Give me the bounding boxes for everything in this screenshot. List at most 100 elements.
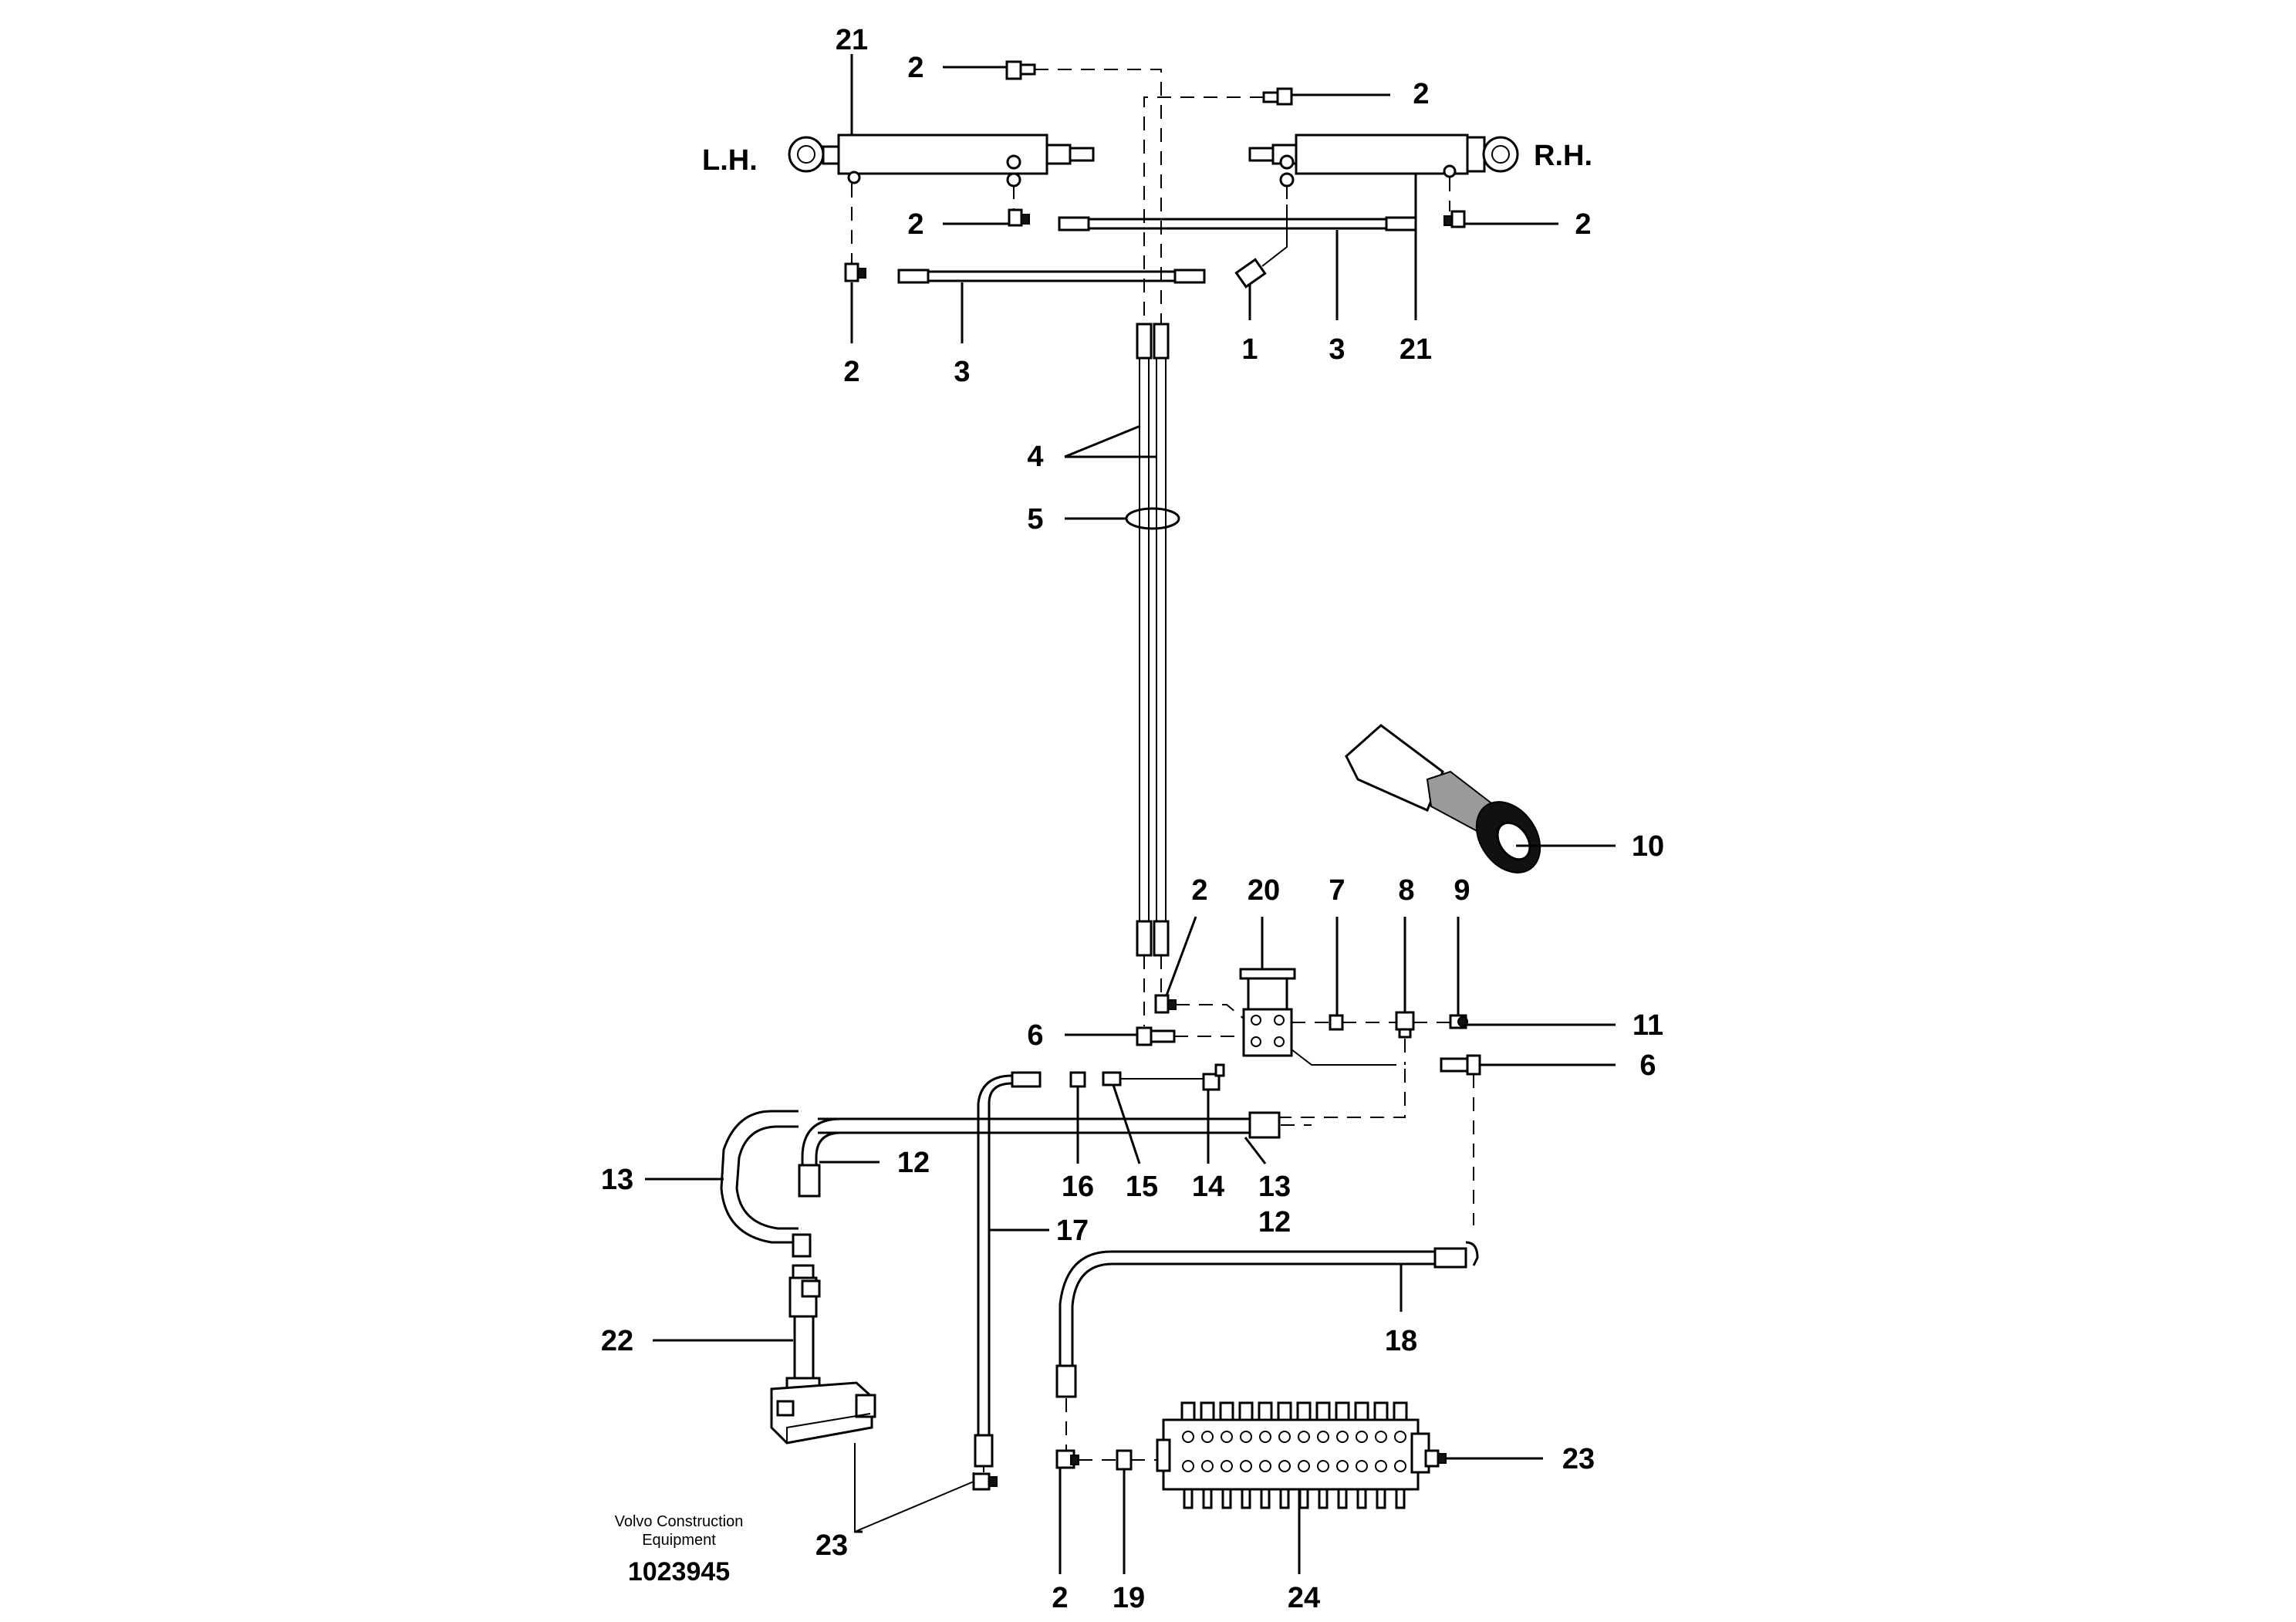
callout-2-valve: 2 — [1191, 874, 1207, 907]
fitting-15 — [1102, 1071, 1122, 1086]
fitting-elbow-2-bottom — [1055, 1449, 1079, 1469]
valve-block-20 — [1239, 968, 1296, 1057]
valve-spool-cap — [1238, 1401, 1254, 1421]
hose-18 — [1055, 1241, 1479, 1398]
leader-lines — [645, 54, 1616, 1574]
valve-port — [1317, 1431, 1329, 1443]
callout-19: 19 — [1113, 1582, 1145, 1614]
valve-port — [1394, 1431, 1406, 1443]
valve-port — [1182, 1431, 1194, 1443]
fitting-tee-left-bottom — [844, 262, 866, 282]
callout-18: 18 — [1385, 1325, 1417, 1357]
valve-port — [1278, 1431, 1291, 1443]
valve-spool-cap — [1335, 1401, 1350, 1421]
valve-spool-stem — [1356, 1488, 1367, 1509]
valve-port — [1240, 1460, 1252, 1472]
callout-7: 7 — [1329, 874, 1345, 907]
callout-8: 8 — [1398, 874, 1414, 907]
callout-2-lower-left: 2 — [843, 356, 859, 388]
valve-spool-cap — [1315, 1401, 1331, 1421]
hose-13-12 — [720, 1110, 1281, 1258]
fitting-tee-23-bottom — [972, 1472, 998, 1491]
callout-24: 24 — [1288, 1582, 1320, 1614]
callout-16: 16 — [1062, 1171, 1094, 1203]
callout-2-top-right: 2 — [1413, 78, 1429, 110]
callout-2-mid-right: 2 — [1575, 208, 1591, 241]
fitting-23-right — [1424, 1449, 1447, 1468]
callout-23-right: 23 — [1562, 1443, 1595, 1475]
fitting-19 — [1116, 1449, 1133, 1471]
callout-6-left: 6 — [1027, 1019, 1043, 1052]
valve-spool-stem — [1279, 1488, 1290, 1509]
callout-1: 1 — [1241, 333, 1258, 366]
right-hand-label: R.H. — [1534, 140, 1592, 172]
valve-spool-stem — [1318, 1488, 1329, 1509]
fitting-16 — [1069, 1071, 1086, 1088]
callout-21-right: 21 — [1400, 333, 1432, 366]
valve-port — [1336, 1431, 1349, 1443]
valve-spool-stem — [1337, 1488, 1348, 1509]
valve-port — [1356, 1460, 1368, 1472]
callout-21-left: 21 — [836, 24, 868, 56]
valve-spool-cap — [1296, 1401, 1312, 1421]
callout-11: 11 — [1633, 1009, 1663, 1042]
valve-port — [1298, 1431, 1310, 1443]
valve-spool-cap — [1393, 1401, 1408, 1421]
valve-spool-cap — [1180, 1401, 1196, 1421]
valve-spool-stem — [1241, 1488, 1251, 1509]
valve-port — [1336, 1460, 1349, 1472]
fitting-14 — [1202, 1063, 1225, 1091]
callout-2-mid-left: 2 — [907, 208, 923, 241]
callout-17: 17 — [1056, 1215, 1089, 1247]
callout-5: 5 — [1027, 503, 1043, 536]
callout-2-bottom: 2 — [1052, 1582, 1068, 1614]
control-valve-bank — [1156, 1401, 1430, 1509]
callout-12-right: 12 — [1258, 1206, 1291, 1238]
hose-upper-right — [1058, 216, 1417, 231]
valve-port — [1375, 1431, 1387, 1443]
callout-13-left: 13 — [601, 1164, 633, 1196]
left-hand-label: L.H. — [702, 144, 758, 177]
valve-spool-cap — [1258, 1401, 1273, 1421]
valve-port — [1298, 1460, 1310, 1472]
valve-port — [1394, 1460, 1406, 1472]
valve-port — [1221, 1431, 1233, 1443]
quick-coupler — [1345, 724, 1541, 874]
valve-spool-cap — [1373, 1401, 1389, 1421]
valve-port — [1221, 1460, 1233, 1472]
hose-lower-left — [897, 269, 1206, 284]
fitting-tee-8 — [1395, 1011, 1415, 1039]
cylinder-left — [788, 133, 1095, 188]
credit-company-line2: Equipment — [642, 1532, 716, 1549]
credit-company-line1: Volvo Construction — [615, 1513, 744, 1530]
valve-spool-cap — [1354, 1401, 1369, 1421]
fitting-elbow-6-right — [1440, 1054, 1481, 1076]
valve-spool-stem — [1221, 1488, 1232, 1509]
fitting-tee-mid-6 — [1136, 1026, 1176, 1046]
fitting-elbow-right-lower — [1443, 210, 1466, 228]
valve-port — [1240, 1431, 1252, 1443]
fitting-elbow-mid-2 — [1154, 994, 1177, 1014]
hose-pair-long — [1136, 323, 1170, 957]
valve-spool-stem — [1395, 1488, 1406, 1509]
valve-port — [1201, 1431, 1214, 1443]
callout-12-left: 12 — [897, 1147, 930, 1179]
callout-15: 15 — [1126, 1171, 1158, 1203]
valve-port — [1182, 1460, 1194, 1472]
valve-spool-cap — [1219, 1401, 1234, 1421]
callout-6-right: 6 — [1639, 1049, 1656, 1082]
callout-13-right: 13 — [1258, 1171, 1291, 1203]
valve-port — [1259, 1431, 1271, 1443]
fitting-elbow-left-lower — [1008, 208, 1030, 227]
valve-spool-cap — [1277, 1401, 1292, 1421]
valve-port — [1278, 1460, 1291, 1472]
hose-17 — [974, 1071, 1042, 1468]
fitting-elbow-top-right — [1262, 87, 1293, 106]
valve-spool-stem — [1376, 1488, 1386, 1509]
valve-spool-stem — [1260, 1488, 1271, 1509]
fitting-elbow-9 — [1449, 1014, 1468, 1029]
callout-20: 20 — [1248, 874, 1280, 907]
valve-spool-stem — [1202, 1488, 1213, 1509]
callout-14: 14 — [1192, 1171, 1224, 1203]
